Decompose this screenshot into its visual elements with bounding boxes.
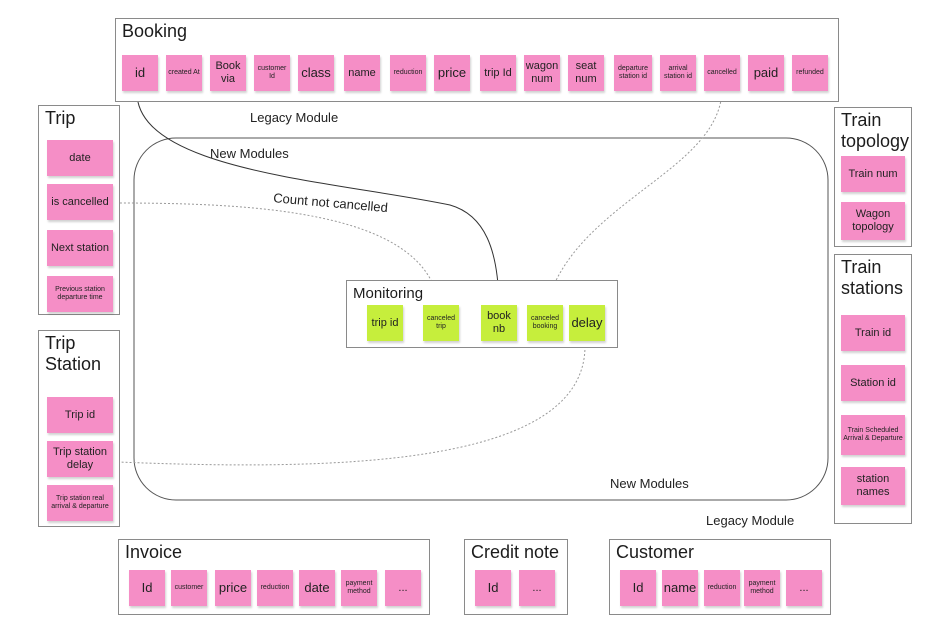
trip-field: Next station — [47, 230, 113, 266]
booking-field: name — [344, 55, 380, 91]
booking-field: trip Id — [480, 55, 516, 91]
booking-field: customer Id — [254, 55, 290, 91]
credit-note-field: Id — [475, 570, 511, 606]
train-topology-field: Train num — [841, 156, 905, 192]
monitoring-field: trip id — [367, 305, 403, 341]
invoice-title: Invoice — [125, 542, 183, 562]
count-not-cancelled-label: Count not cancelled — [270, 190, 391, 216]
monitoring-module: Monitoring trip id canceled trip book nb… — [346, 280, 618, 348]
booking-field: wagon num — [524, 55, 560, 91]
train-stations-module: Train stations Train id Station id Train… — [834, 254, 912, 524]
monitoring-title: Monitoring — [353, 285, 424, 302]
trip-station-field: Trip id — [47, 397, 113, 433]
delay-link — [117, 345, 586, 466]
invoice-field: date — [299, 570, 335, 606]
booking-field: reduction — [390, 55, 426, 91]
booking-module: Booking id created At Book via customer … — [115, 18, 839, 102]
trip-station-field: Trip station real arrival & departure — [47, 485, 113, 521]
customer-field: name — [662, 570, 698, 606]
booking-field: class — [298, 55, 334, 91]
customer-field: ... — [786, 570, 822, 606]
monitoring-field: canceled trip — [423, 305, 459, 341]
trip-field: date — [47, 140, 113, 176]
customer-module: Customer Id name reduction payment metho… — [609, 539, 831, 615]
booking-field: refunded — [792, 55, 828, 91]
train-stations-field: station names — [841, 467, 905, 505]
trip-module: Trip date is cancelled Next station Prev… — [38, 105, 120, 315]
booking-field: created At — [166, 55, 202, 91]
new-modules-label-top: New Modules — [210, 146, 289, 161]
train-topology-title: Train topology — [841, 110, 910, 151]
booking-field: cancelled — [704, 55, 740, 91]
train-stations-title: Train stations — [841, 257, 904, 298]
invoice-field: customer — [171, 570, 207, 606]
booking-field: departure station id — [614, 55, 652, 91]
credit-note-module: Credit note Id ... — [464, 539, 568, 615]
train-topology-field: Wagon topology — [841, 202, 905, 240]
credit-note-field: ... — [519, 570, 555, 606]
canceled-booking-link — [547, 89, 723, 301]
invoice-field: ... — [385, 570, 421, 606]
booking-field: Book via — [210, 55, 246, 91]
legacy-module-label-top: Legacy Module — [250, 110, 339, 125]
invoice-field: payment method — [341, 570, 377, 606]
train-stations-field: Train Scheduled Arrival & Departure — [841, 415, 905, 455]
trip-station-field: Trip station delay — [47, 441, 113, 477]
booking-field: price — [434, 55, 470, 91]
train-stations-field: Train id — [841, 315, 905, 351]
credit-note-title: Credit note — [471, 542, 560, 562]
invoice-field: reduction — [257, 570, 293, 606]
customer-field: reduction — [704, 570, 740, 606]
trip-station-module: Trip Station Trip id Trip station delay … — [38, 330, 120, 527]
customer-title: Customer — [616, 542, 695, 562]
monitoring-field: delay — [569, 305, 605, 341]
booking-field: id — [122, 55, 158, 91]
trip-title: Trip — [45, 108, 76, 128]
train-topology-module: Train topology Train num Wagon topology — [834, 107, 912, 247]
new-modules-label-bottom: New Modules — [610, 476, 689, 491]
invoice-field: Id — [129, 570, 165, 606]
customer-field: Id — [620, 570, 656, 606]
legacy-module-label-bottom: Legacy Module — [706, 513, 795, 528]
invoice-module: Invoice Id customer price reduction date… — [118, 539, 430, 615]
train-stations-field: Station id — [841, 365, 905, 401]
monitoring-field: book nb — [481, 305, 517, 341]
trip-field: Previous station departure time — [47, 276, 113, 312]
booking-title: Booking — [122, 21, 188, 41]
trip-field: is cancelled — [47, 184, 113, 220]
booking-field: arrival station id — [660, 55, 696, 91]
customer-field: payment method — [744, 570, 780, 606]
trip-station-title: Trip Station — [45, 333, 102, 374]
booking-field: seat num — [568, 55, 604, 91]
invoice-field: price — [215, 570, 251, 606]
monitoring-field: canceled booking — [527, 305, 563, 341]
booking-field: paid — [748, 55, 784, 91]
